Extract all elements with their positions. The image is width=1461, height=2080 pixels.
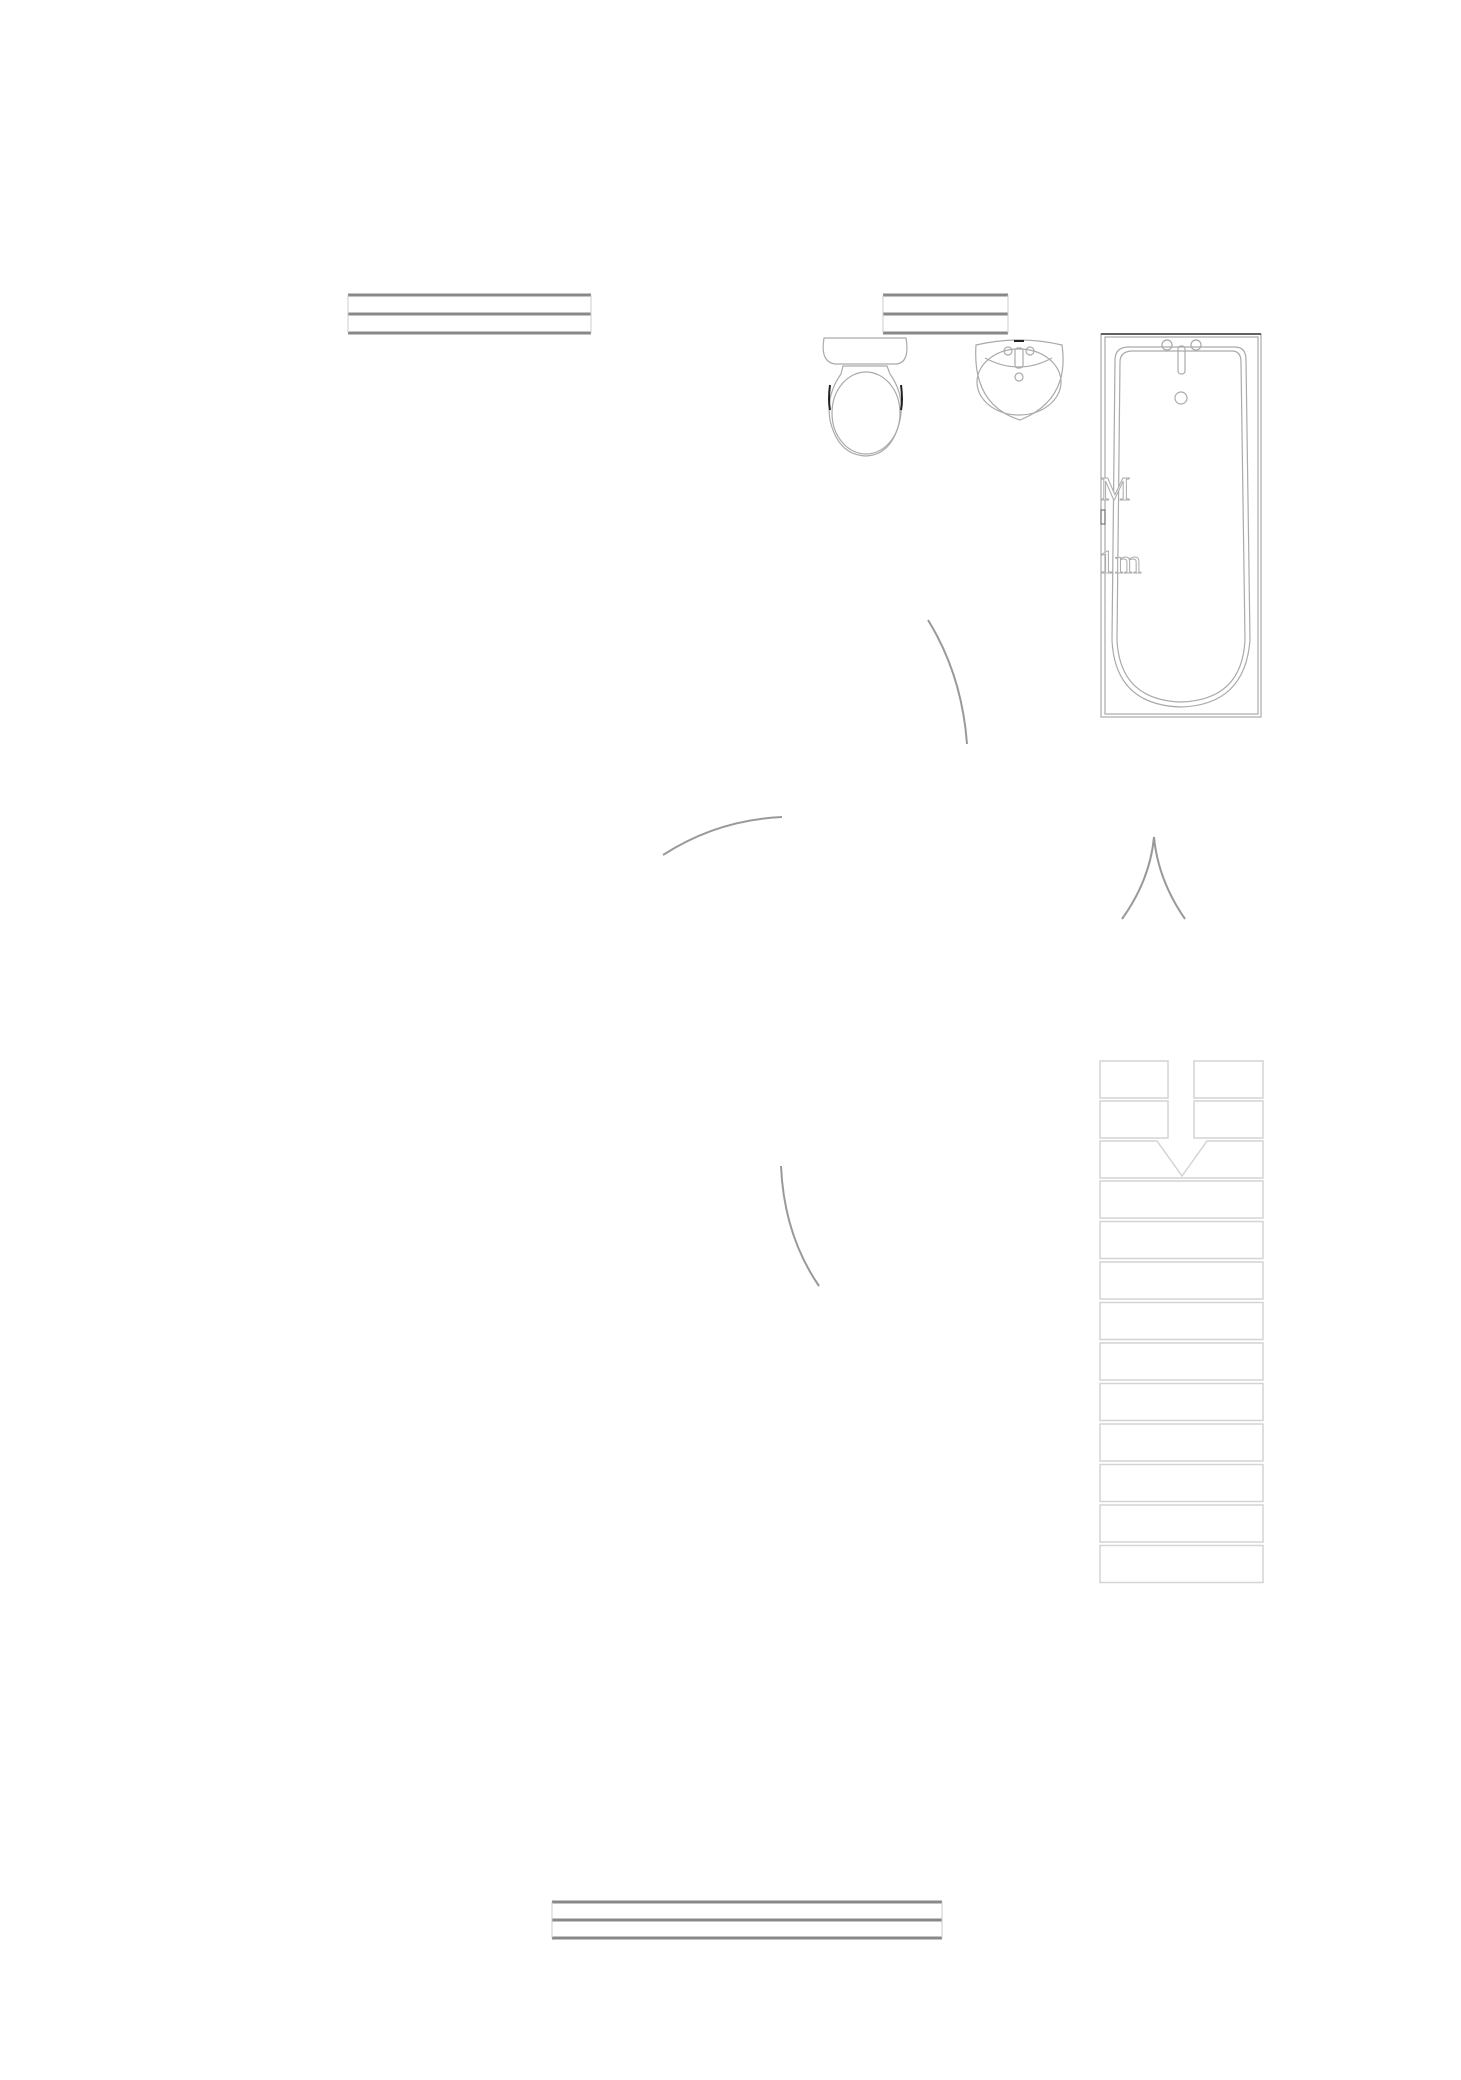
stair-tread	[1099, 1261, 1264, 1300]
door-swing-arc	[927, 619, 968, 745]
toilet-icon	[822, 337, 908, 457]
window-top-right	[882, 293, 1009, 335]
stair-tread	[1099, 1544, 1264, 1584]
stair-tread	[1099, 1301, 1264, 1341]
stair-tread	[1099, 1220, 1264, 1260]
door-swing-arc	[780, 1165, 820, 1287]
window-bottom	[551, 1900, 943, 1940]
door-swing-arc	[662, 816, 783, 856]
stair-tread	[1099, 1463, 1264, 1503]
scale-label: 1m	[1098, 544, 1141, 581]
stair-tread	[1099, 1342, 1264, 1381]
bathtub-icon: M 1m	[1098, 333, 1262, 718]
window-top-left	[347, 293, 592, 335]
stair-tread	[1099, 1423, 1264, 1462]
stair-tread	[1099, 1504, 1264, 1543]
bathtub-mark-label: M	[1100, 471, 1130, 508]
sink-icon	[975, 339, 1064, 421]
stair-tread	[1099, 1382, 1264, 1422]
staircase	[1099, 1060, 1264, 1584]
door-swing-arc	[1121, 836, 1186, 920]
stair-tread	[1099, 1180, 1264, 1219]
door-swings	[662, 619, 1186, 1287]
